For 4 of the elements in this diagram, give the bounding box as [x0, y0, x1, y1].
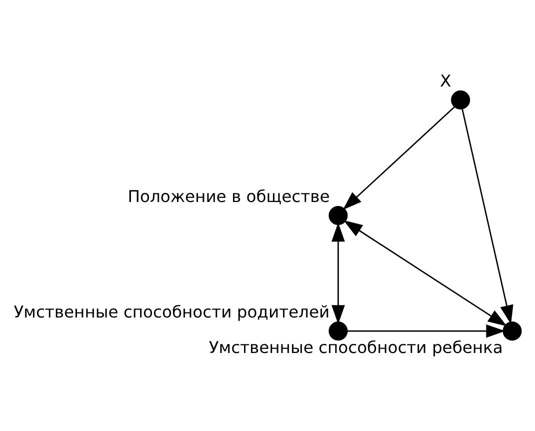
node-label: X	[440, 71, 452, 90]
node-label: Умственные способности родителей	[14, 302, 330, 322]
node-label: Умственные способности ребенка	[208, 338, 503, 357]
node-label: Положение в обществе	[128, 187, 330, 206]
